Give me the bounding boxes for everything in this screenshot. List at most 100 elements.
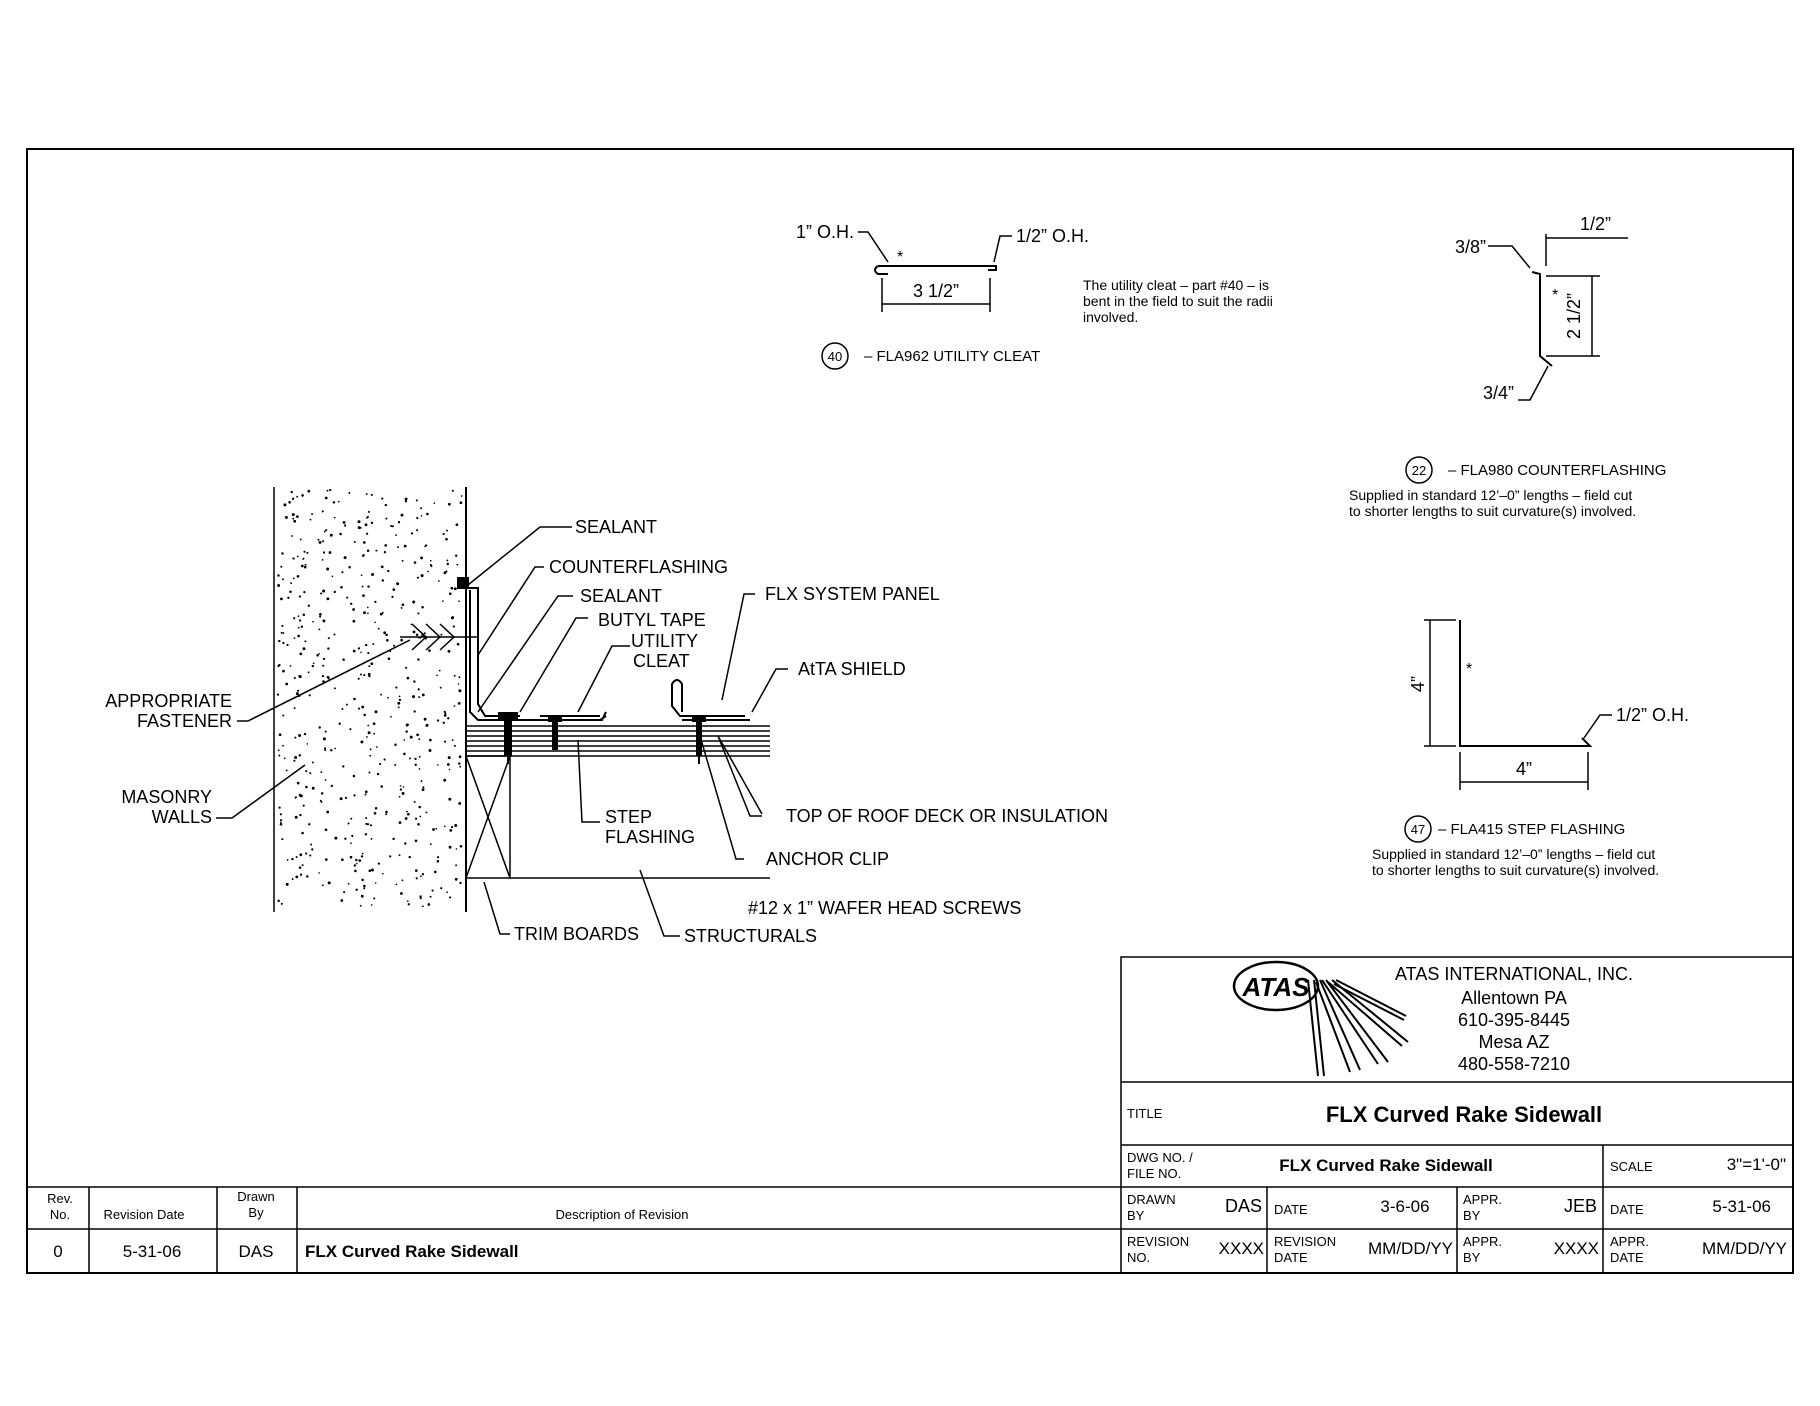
masonry-dot xyxy=(451,489,454,492)
masonry-dot xyxy=(372,722,376,726)
masonry-dot xyxy=(317,538,320,541)
masonry-dot xyxy=(353,540,356,543)
masonry-dot xyxy=(398,795,401,798)
masonry-dot xyxy=(381,497,384,500)
masonry-dot xyxy=(370,493,373,496)
masonry-dot xyxy=(333,687,336,690)
masonry-dot xyxy=(355,858,358,862)
masonry-dot xyxy=(299,813,302,817)
masonry-dot xyxy=(318,652,320,655)
appr-label-1: APPR. xyxy=(1463,1192,1502,1207)
masonry-dot xyxy=(293,707,296,710)
masonry-dot xyxy=(418,738,421,741)
masonry-dot xyxy=(296,515,299,518)
masonry-dot xyxy=(423,717,427,721)
masonry-dot xyxy=(458,600,460,603)
label-flashing: FLASHING xyxy=(605,827,695,847)
masonry-dot xyxy=(416,733,419,737)
masonry-dot xyxy=(299,538,302,541)
masonry-dot xyxy=(390,524,393,528)
masonry-dot xyxy=(383,551,387,554)
cf-note-2: to shorter lengths to suit curvature(s) … xyxy=(1349,503,1636,519)
masonry-dot xyxy=(449,896,452,899)
masonry-dot xyxy=(352,774,356,778)
masonry-dot xyxy=(399,892,403,895)
masonry-dot xyxy=(365,643,368,647)
masonry-dot xyxy=(363,887,366,890)
cleat-note-1: The utility cleat – part #40 – is xyxy=(1083,277,1269,293)
masonry-dot xyxy=(421,605,424,609)
masonry-dot xyxy=(370,837,373,840)
label-flx-system-panel: FLX SYSTEM PANEL xyxy=(765,584,940,604)
masonry-dot xyxy=(307,489,311,493)
masonry-dot xyxy=(304,563,307,566)
masonry-dot xyxy=(341,571,344,574)
masonry-dot xyxy=(417,823,420,826)
masonry-dot xyxy=(407,903,410,906)
masonry-dot xyxy=(324,828,328,832)
masonry-dot xyxy=(415,633,419,637)
masonry-dot xyxy=(347,882,350,885)
masonry-dot xyxy=(408,855,411,859)
masonry-dot xyxy=(370,662,374,666)
masonry-dot xyxy=(353,864,356,867)
label-screws: #12 x 1” WAFER HEAD SCREWS xyxy=(748,898,1021,918)
masonry-dot xyxy=(429,895,432,898)
masonry-dot xyxy=(387,696,389,699)
masonry-dot xyxy=(404,497,408,501)
masonry-dot xyxy=(459,881,462,885)
masonry-dot xyxy=(448,797,452,801)
masonry-dot xyxy=(289,665,292,667)
masonry-dot xyxy=(298,734,302,737)
masonry-dot xyxy=(352,619,356,623)
masonry-dot xyxy=(329,533,333,537)
masonry-dot xyxy=(325,529,328,532)
masonry-dot xyxy=(340,899,344,902)
trim-boards xyxy=(465,755,770,879)
masonry-dot xyxy=(403,544,407,548)
masonry-dot xyxy=(318,726,321,729)
masonry-dot xyxy=(451,826,454,829)
revdate-label-1: REVISION xyxy=(1274,1234,1336,1249)
masonry-dot xyxy=(345,703,348,706)
masonry-dot xyxy=(415,877,418,880)
masonry-dot xyxy=(428,649,431,652)
masonry-dot xyxy=(309,854,312,857)
masonry-dot xyxy=(292,557,295,560)
masonry-dot xyxy=(353,794,356,797)
masonry-dot xyxy=(320,792,324,795)
masonry-dot xyxy=(426,512,429,516)
masonry-dot xyxy=(280,597,283,601)
masonry-dot xyxy=(297,634,300,638)
masonry-dot xyxy=(419,895,422,898)
cf-dim-left: 3/8” xyxy=(1455,237,1486,257)
masonry-dot xyxy=(369,748,372,751)
masonry-dot xyxy=(283,503,287,507)
masonry-dot xyxy=(416,576,419,579)
masonry-dot xyxy=(457,683,460,685)
masonry-dot xyxy=(377,627,380,630)
masonry-dot xyxy=(299,873,303,876)
masonry-dot xyxy=(333,516,336,519)
masonry-dot xyxy=(294,756,298,759)
masonry-dot xyxy=(401,791,405,795)
masonry-dot xyxy=(319,615,322,618)
cleat-part-number: 40 xyxy=(828,349,842,364)
masonry-dot xyxy=(392,644,396,647)
dwg-label-1: DWG NO. / xyxy=(1127,1150,1193,1165)
masonry-dot xyxy=(459,765,462,768)
masonry-dot xyxy=(298,674,300,677)
masonry-dot xyxy=(420,780,423,783)
company-phone-2: 480-558-7210 xyxy=(1458,1054,1570,1074)
masonry-dot xyxy=(311,664,314,668)
masonry-dot xyxy=(418,768,421,770)
atas-logo: ATAS xyxy=(1232,960,1409,1077)
masonry-dot xyxy=(303,732,307,736)
masonry-dot xyxy=(368,674,371,678)
masonry-dot xyxy=(421,873,425,876)
masonry-dot xyxy=(309,772,312,775)
masonry-dot xyxy=(413,680,416,683)
masonry-dot xyxy=(379,762,382,766)
row-date: 5-31-06 xyxy=(123,1242,182,1261)
masonry-dot xyxy=(366,606,369,609)
